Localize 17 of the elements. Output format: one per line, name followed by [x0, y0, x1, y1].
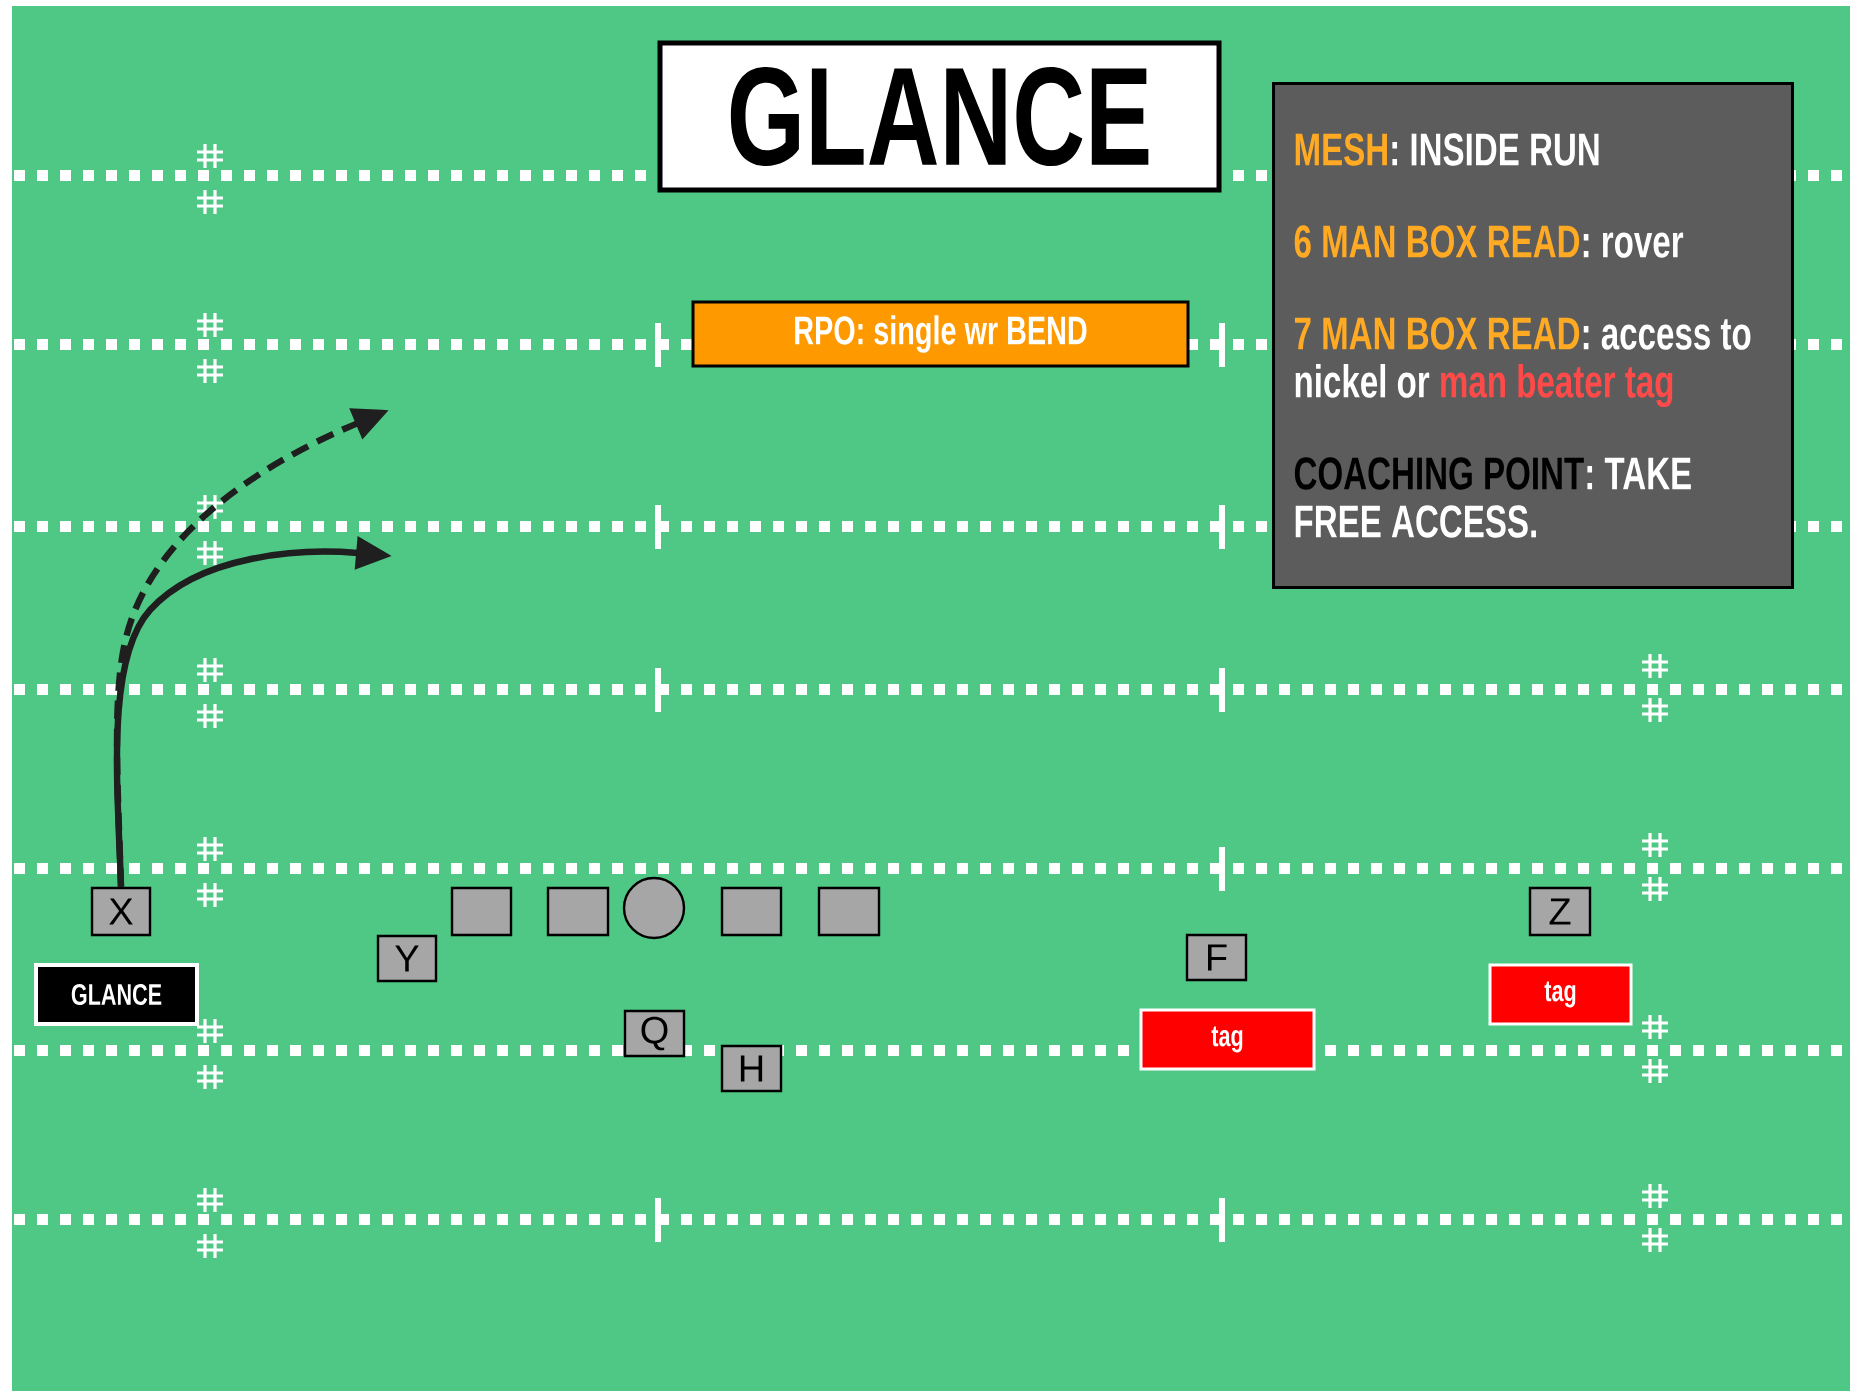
- route-label: GLANCE: [34, 963, 199, 1026]
- title-box: GLANCE: [657, 40, 1222, 193]
- tag-label: tag: [1139, 1008, 1316, 1071]
- player-box: H: [720, 1044, 783, 1093]
- tag-label: tag: [1488, 963, 1633, 1026]
- player-box: Z: [1528, 886, 1592, 937]
- lineman-box: [817, 886, 881, 937]
- player-box: Y: [376, 934, 438, 983]
- player-box: X: [90, 886, 152, 937]
- rpo-box: RPO: single wr BEND: [691, 300, 1190, 368]
- ball-circle: [622, 876, 686, 940]
- notes-box: MESH: INSIDE RUN 6 MAN BOX READ: rover 7 MAN BOX READ: access to nickel or man beater tag COACHING POINT: TAKE FREE ACCESS.: [1272, 82, 1794, 589]
- lineman-box: [546, 886, 610, 937]
- lineman-box: [720, 886, 783, 937]
- player-box: F: [1185, 933, 1248, 982]
- player-box: Q: [623, 1009, 686, 1058]
- lineman-box: [450, 886, 513, 937]
